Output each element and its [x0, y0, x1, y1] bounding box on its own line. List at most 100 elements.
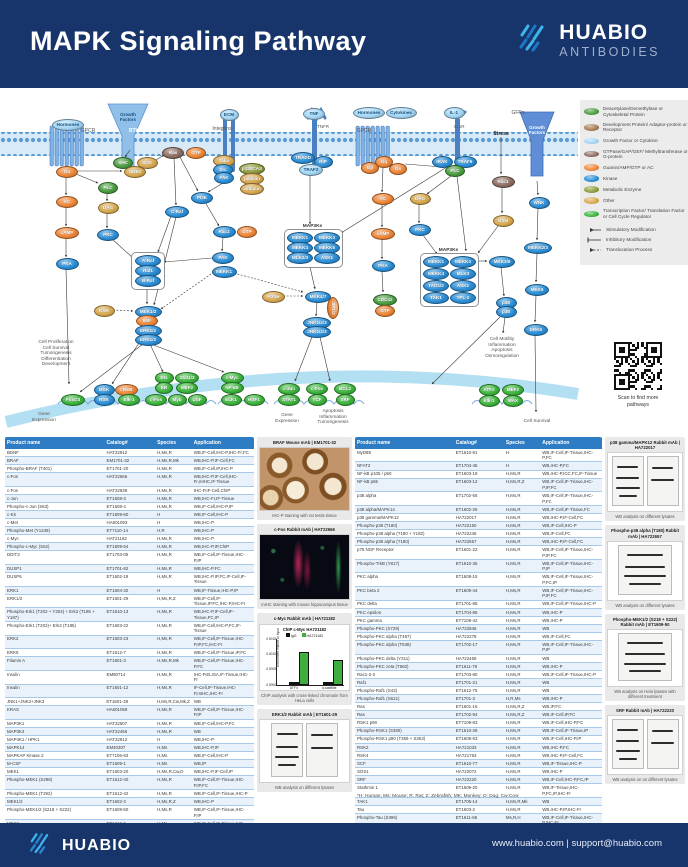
product-card-caption: WB analysis on Hela lysates with differe… — [614, 689, 676, 700]
catalog-number: HA722458 — [455, 655, 477, 661]
application: WB,IF-Cell,IF-Tissue,IHC-P — [542, 601, 596, 607]
species: H,Ms,R,Cw,D — [157, 769, 184, 775]
catalog-number: HA722246 — [455, 530, 477, 536]
product-card-title: Phospho-p38 alpha (T180) Rabbit mAb | HA… — [610, 528, 680, 539]
pathway-node: MEKK3 — [450, 256, 476, 268]
species: Ms,R,H — [505, 814, 521, 820]
species: H,Ms,R — [157, 536, 172, 542]
pathway-node: PLC — [445, 165, 465, 177]
qr-section: Scan to find more pathways — [612, 340, 664, 408]
application: WB,IF-Cell,IP,IHC-P — [193, 465, 233, 471]
pathway-node: MEKK1 — [423, 256, 449, 268]
chart-bar — [323, 681, 333, 685]
product-name: p38 alpha/MAPK14 — [357, 506, 395, 512]
catalog-number: ET1702-17 — [455, 641, 478, 647]
legend-item-label: Metabolic Enzyme — [603, 186, 642, 192]
application: WB,IF-Cell,IF-Tissue,IHC-P,IP — [193, 552, 245, 563]
product-name: c-Met — [7, 519, 18, 525]
pathway-node: PKC — [409, 224, 431, 236]
product-card-title: SRF Rabbit mAb | HA722220 — [615, 708, 675, 714]
species: H,Ms,R — [505, 493, 521, 499]
catalog-number: ET1603-12 — [455, 479, 478, 485]
pathway-node: MAX — [503, 395, 523, 407]
product-name: MAP4K1 / HPK1 — [7, 736, 40, 742]
western-blot-panel — [611, 719, 644, 770]
diagram-label: Apoptosis Inflammation Tumorigenesis — [317, 409, 349, 426]
application: WB,IHC-P — [193, 798, 214, 804]
species: H,Ms,R — [505, 538, 521, 544]
product-name: Insulin — [7, 671, 20, 677]
application: WB,IHC-P,IF-Cell,FC — [542, 538, 584, 544]
species: H,Ms,R — [505, 530, 521, 536]
qr-caption: Scan to find more pathways — [617, 395, 659, 408]
pathway-node: MEK5 — [525, 284, 549, 296]
pathway-node: MEKK2/3 — [524, 242, 552, 254]
diagram-label: Stress — [493, 131, 509, 137]
footer-logo: HUABIO — [28, 832, 131, 860]
pathway-node: TPL-2 — [450, 292, 476, 304]
species: H,Ms,R,Cw,Mk,Z — [156, 698, 190, 704]
product-name: Phospho-TrkB (Y817) — [357, 560, 400, 566]
species: H,Ms,R,Z — [505, 712, 525, 718]
species: H,Ms,R — [505, 776, 521, 782]
legend-item-label: Growth Factor or Cytokine — [603, 137, 658, 143]
species: H,Ms,R — [157, 609, 172, 615]
application: WB,IF-Cell,IF-Tissue,IP,FC,IHC-P,IHC-Fr — [193, 595, 246, 607]
species: H,Ms,R — [505, 609, 521, 615]
pathway-node: MEF2 — [176, 382, 198, 394]
species: H,Ms,R — [157, 544, 172, 550]
application: WB,IHC-P — [193, 536, 214, 542]
catalog-number: ET1609-1 — [106, 761, 126, 767]
pathway-node: Rac1 — [491, 176, 515, 188]
pathway-edge — [533, 294, 537, 323]
application: WB,IHC-P — [193, 519, 214, 525]
pathway-node: cAMP — [371, 228, 395, 240]
catalog-number: HA722072 — [455, 768, 477, 774]
application: WB,IHC-P — [193, 527, 214, 533]
footer-contact[interactable]: www.huabio.com | support@huabio.com — [491, 838, 662, 849]
catalog-number: HAT22466 — [106, 728, 128, 734]
pathway-node: C-Raf — [165, 206, 189, 218]
species: H,Ms,R — [505, 760, 521, 766]
column-header: Application — [542, 439, 570, 446]
product-name: ERK2 — [7, 636, 19, 642]
diagram-label: Growth Factors — [528, 125, 546, 136]
column-header: Catalog# — [455, 439, 477, 446]
catalog-number: ET1610-28 — [455, 728, 478, 734]
page-title: MAPK Signaling Pathway — [30, 26, 367, 56]
pathway-node: JIP1/2 — [327, 297, 339, 319]
species: H,Ms,R — [505, 641, 521, 647]
pathway-node: PLC — [98, 182, 118, 194]
legend-item: Transcription Factor/ Translation Factor… — [584, 208, 688, 219]
western-blot-panel — [618, 633, 672, 681]
pathway-node: MEKK4 — [423, 268, 449, 280]
application: WB,IHC-P,FC — [542, 463, 569, 469]
pathway-node: p38 — [495, 306, 517, 318]
product-name: ERK1/2 — [7, 595, 23, 601]
pathway-edge — [163, 257, 213, 264]
catalog-number: ET1603-2 — [455, 806, 476, 812]
catalog-number: HA722220 — [455, 776, 477, 782]
catalog-number: ET1603-18 — [455, 471, 478, 477]
catalog-number: ET1705-14 — [455, 798, 478, 804]
species: H,Ms — [157, 752, 168, 758]
legend-arrow-label: Translocation Process — [606, 246, 653, 252]
pathway-node: OSM — [492, 215, 514, 227]
group-box-label: MAP3Ks — [438, 248, 459, 253]
catalog-number: ET1704-85 — [455, 609, 478, 615]
legend-item: Development Protein/ Adaptor-protein or … — [584, 122, 688, 133]
species: H,Ms,R — [505, 744, 521, 750]
species: H,Ms,R,Z — [157, 595, 176, 601]
product-name: Phospho-Met (Y1349) — [7, 527, 50, 533]
pathway-node: ERK5 — [524, 324, 548, 336]
wb-analysis-image — [259, 718, 350, 783]
